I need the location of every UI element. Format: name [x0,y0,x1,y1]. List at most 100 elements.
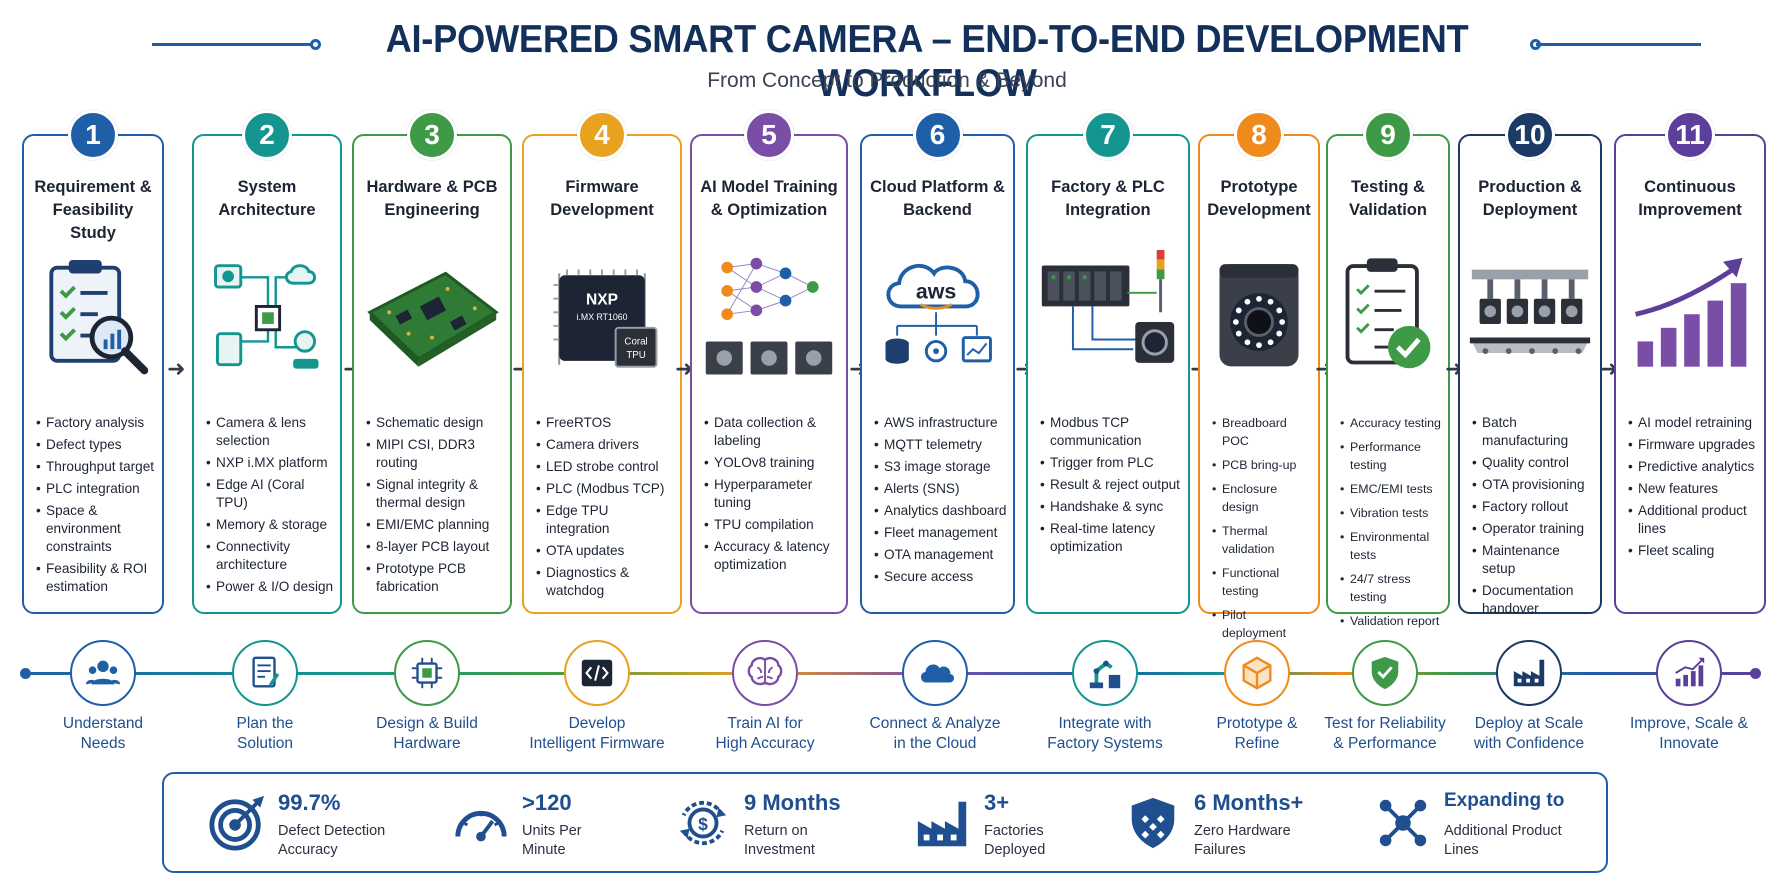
timeline-label: Test for Reliability & Performance [1324,715,1446,752]
stat-item: Expanding to Additional Product Lines [1374,788,1594,862]
stat-value: 99.7% [278,790,341,815]
svg-text:TPU: TPU [626,350,645,361]
timeline-item: Connect & Analyze in the Cloud [840,640,1030,754]
step-card-5: 5 AI Model Training & Optimization Data … [690,110,848,614]
step-card-3: 3 Hardware & PCB Engineering Schematic d… [352,110,512,614]
step-bullet: Schematic design [366,414,504,432]
step-bullet: Factory analysis [36,414,156,432]
step-bullet: MQTT telemetry [874,436,1007,454]
step-bullet: Camera drivers [536,436,674,454]
step-card-8: 8 Prototype Development Breadboard POC P… [1198,110,1320,640]
speedometer-icon [452,794,510,852]
step-bullet: Throughput target [36,458,156,476]
step-bullet: Memory & storage [206,516,334,534]
step-bullet: Environmental tests [1340,528,1442,564]
timeline-item: Integrate with Factory Systems [1010,640,1200,754]
step-bullet: OTA provisioning [1472,476,1594,494]
clipboard-magnifier-icon [30,242,156,402]
dollar-cycle-icon: $ [674,794,732,852]
camera-icon [1206,242,1312,402]
step-card-2: 2 System Architecture Camera & lens sele… [192,110,342,614]
step-number-badge: 11 [1665,110,1715,160]
step-number-badge: 1 [68,110,118,160]
step-title: Production & Deployment [1478,178,1582,219]
step-bullet: OTA updates [536,542,674,560]
plc-rack-icon [1034,242,1182,402]
stat-value: 3+ [984,790,1010,815]
processor-chip-icon: NXP i.MX RT1060 Coral TPU [530,242,674,402]
step-bullet: AI model retraining [1628,414,1758,432]
step-number-badge: 2 [242,110,292,160]
step-bullet: Prototype PCB fabrication [366,560,504,596]
step-bullet: EMC/EMI tests [1340,480,1442,498]
stat-description: Factories Deployed [984,823,1046,858]
step-number-badge: 5 [744,110,794,160]
step-number-badge: 9 [1363,110,1413,160]
step-title: Firmware Development [550,178,654,219]
step-bullet: Performance testing [1340,438,1442,474]
flow-arrow-icon: ➜ [1600,356,1619,381]
step-bullets: Camera & lens selection NXP i.MX platfor… [206,414,334,600]
step-bullet: Accuracy testing [1340,414,1442,432]
step-bullet: Secure access [874,568,1007,586]
svg-text:Coral: Coral [624,336,647,347]
timeline-label: Prototype & Refine [1216,715,1298,752]
stat-description: Additional Product Lines [1444,823,1562,858]
step-bullet: Diagnostics & watchdog [536,564,674,600]
timeline-label: Integrate with Factory Systems [1047,715,1163,752]
users-icon [70,640,136,706]
timeline-item: Design & Build Hardware [332,640,522,754]
step-number-badge: 10 [1505,110,1555,160]
step-bullet: Functional testing [1212,564,1312,600]
step-bullet: Maintenance setup [1472,542,1594,578]
timeline-label: Connect & Analyze in the Cloud [869,715,1001,752]
step-bullet: Signal integrity & thermal design [366,476,504,512]
timeline-item: Develop Intelligent Firmware [502,640,692,754]
pcb-board-icon [360,242,504,402]
step-bullets: FreeRTOS Camera drivers LED strobe contr… [536,414,674,604]
timeline-item: Deploy at Scale with Confidence [1434,640,1624,754]
timeline-label: Design & Build Hardware [376,715,478,752]
step-number-badge: 7 [1083,110,1133,160]
step-bullet: NXP i.MX platform [206,454,334,472]
step-bullet: Firmware upgrades [1628,436,1758,454]
step-bullet: Modbus TCP communication [1040,414,1182,450]
step-bullet: Edge TPU integration [536,502,674,538]
step-bullets: Batch manufacturing Quality control OTA … [1472,414,1594,622]
step-bullet: Factory rollout [1472,498,1594,516]
factory-icon [914,794,972,852]
step-bullets: Data collection & labeling YOLOv8 traini… [704,414,840,578]
timeline-end-dot [1750,668,1761,679]
step-bullet: Analytics dashboard [874,502,1007,520]
step-bullets: Modbus TCP communication Trigger from PL… [1040,414,1182,560]
step-bullets: AI model retraining Firmware upgrades Pr… [1628,414,1758,564]
step-bullet: YOLOv8 training [704,454,840,472]
step-bullet: Additional product lines [1628,502,1758,538]
step-card-10: 10 Production & Deployment Batch manufac… [1458,110,1602,616]
step-bullets: Accuracy testing Performance testing EMC… [1340,414,1442,636]
system-diagram-icon [200,242,334,402]
page-title: AI-POWERED SMART CAMERA – END-TO-END DEV… [385,18,1469,105]
timeline-label: Train AI for High Accuracy [715,715,815,752]
document-plan-icon [232,640,298,706]
step-card-11: 11 Continuous Improvement AI model retra… [1614,110,1766,614]
timeline-start-dot [20,668,31,679]
target-icon [208,794,266,852]
step-bullet: Handshake & sync [1040,498,1182,516]
step-card-7: 7 Factory & PLC Integration Modbus TCP c… [1026,110,1190,614]
title-divider-dot-left [310,39,321,50]
step-card-6: 6 Cloud Platform & Backend aws AWS infra… [860,110,1015,614]
step-bullet: LED strobe control [536,458,674,476]
cloud-icon: aws [868,242,1007,402]
step-title: Factory & PLC Integration [1051,178,1165,219]
key-results-panel: 99.7% Defect Detection Accuracy >120 Uni… [162,772,1608,873]
step-title: Continuous Improvement [1638,178,1742,219]
step-title: Cloud Platform & Backend [870,178,1005,219]
bar-chart-icon [1656,640,1722,706]
timeline-label: Plan the Solution [236,715,294,752]
step-bullet: Operator training [1472,520,1594,538]
step-bullet: Space & environment constraints [36,502,156,556]
step-bullet: Alerts (SNS) [874,480,1007,498]
title-divider-left [152,43,315,46]
step-bullet: AWS infrastructure [874,414,1007,432]
